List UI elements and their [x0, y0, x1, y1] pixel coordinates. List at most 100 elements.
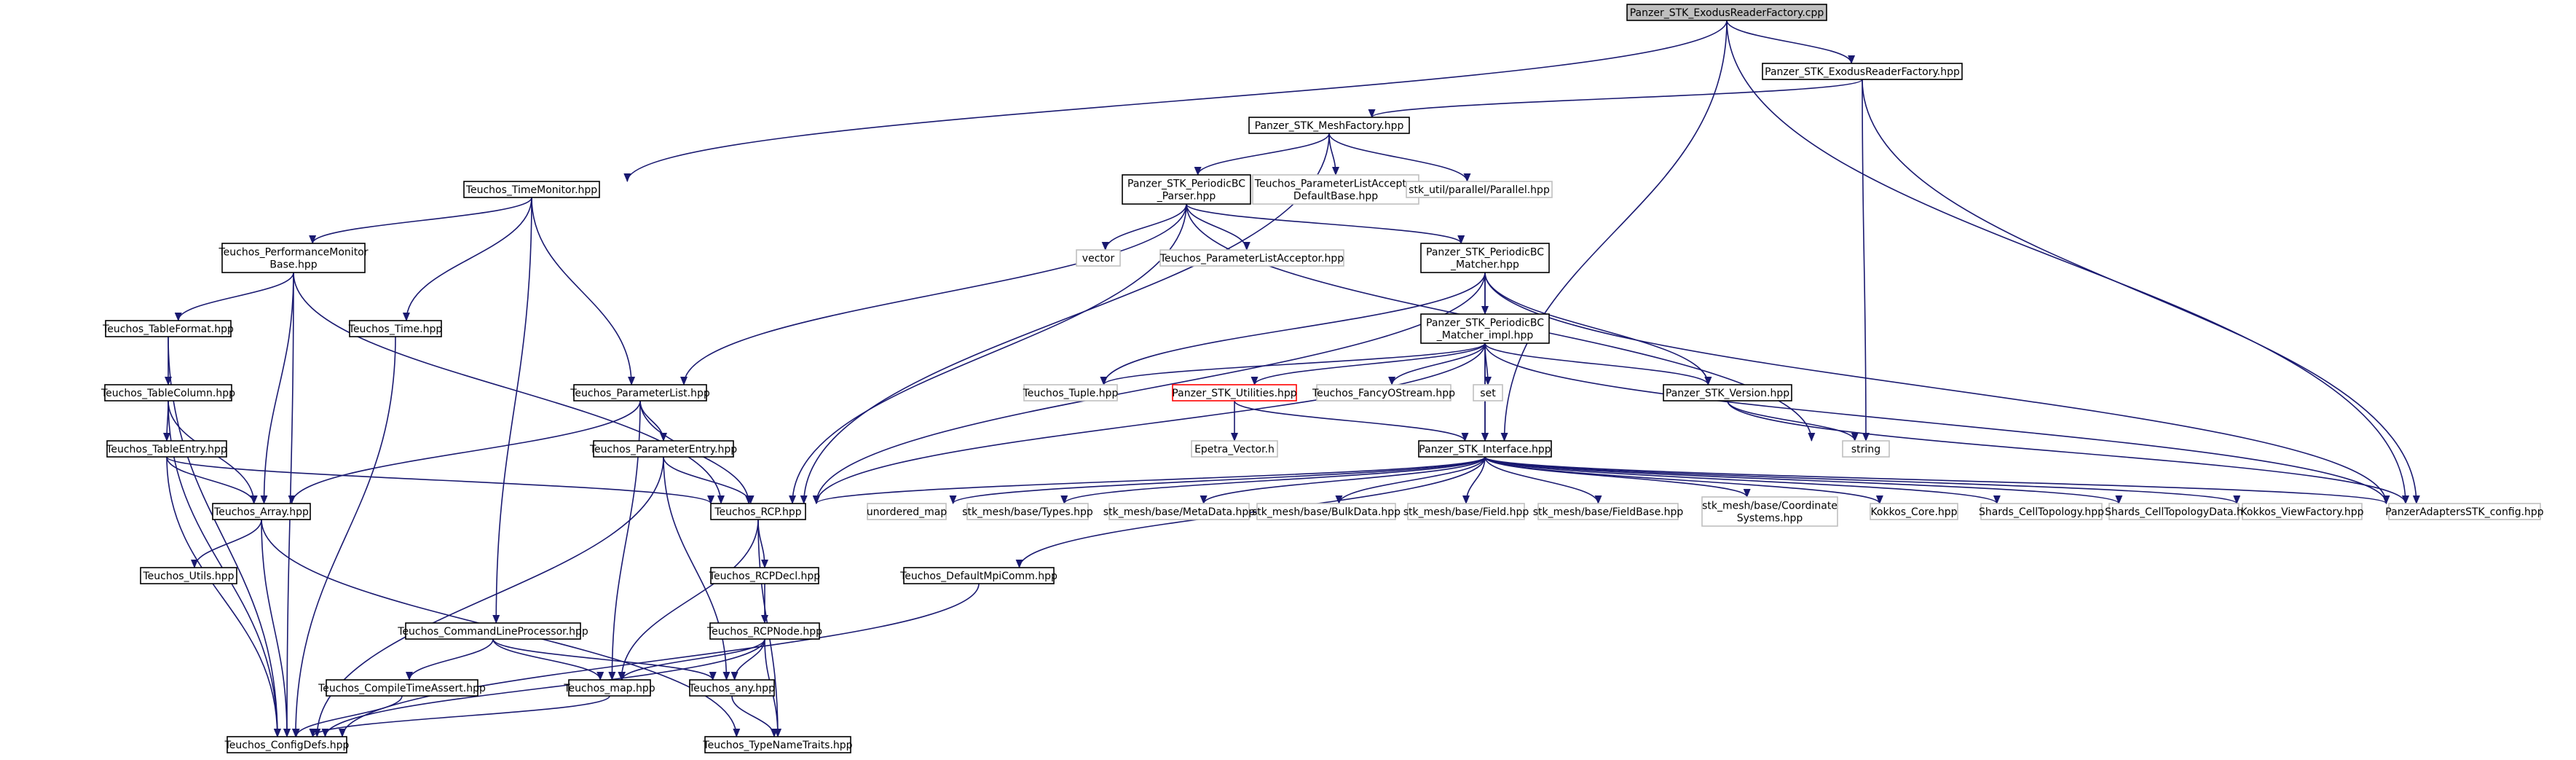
node-box [1762, 63, 1963, 80]
node-config[interactable]: PanzerAdaptersSTK_config.hpp [2385, 503, 2544, 520]
node-tableentry[interactable]: Teuchos_TableEntry.hpp [106, 440, 227, 458]
node-fancy[interactable]: Teuchos_FancyOStream.hpp [1312, 384, 1455, 401]
node-box [1248, 117, 1410, 134]
node-pbc_impl[interactable]: Panzer_STK_PeriodicBC_Matcher_impl.hpp [1420, 313, 1550, 344]
node-box [1870, 503, 1958, 520]
node-rcpnode[interactable]: Teuchos_RCPNode.hpp [706, 622, 822, 640]
node-pbc_matcher[interactable]: Panzer_STK_PeriodicBC_Matcher.hpp [1420, 243, 1550, 273]
node-string[interactable]: string [1842, 440, 1890, 458]
node-label: Teuchos_RCP.hpp [714, 506, 801, 518]
node-types[interactable]: stk_mesh/base/Types.hpp [962, 503, 1093, 520]
node-rcpdecl[interactable]: Teuchos_RCPDecl.hpp [709, 567, 821, 584]
node-paramlist[interactable]: Teuchos_ParameterList.hpp [570, 384, 710, 401]
node-box [704, 736, 851, 753]
node-label: Teuchos_TableFormat.hpp [102, 324, 234, 335]
node-label: Teuchos_FancyOStream.hpp [1312, 388, 1455, 399]
edge-erf_hpp-to-meshfactory [1368, 79, 1863, 118]
node-label: stk_mesh/base/FieldBase.hpp [1533, 506, 1684, 518]
node-box [867, 503, 947, 520]
node-box [710, 503, 806, 520]
node-array[interactable]: Teuchos_Array.hpp [212, 503, 311, 520]
node-label: Teuchos_TypeNameTraits.hpp [702, 740, 852, 751]
node-paramentry[interactable]: Teuchos_ParameterEntry.hpp [589, 440, 737, 458]
edge-paramentry-to-any [663, 456, 730, 681]
edge-rcpnode-to-map [618, 638, 765, 681]
node-any[interactable]: Teuchos_any.hpp [688, 679, 775, 697]
node-field[interactable]: stk_mesh/base/Field.hpp [1403, 503, 1529, 520]
node-box [405, 622, 581, 640]
edge-perfmon-to-array [260, 272, 294, 504]
edge-layer [163, 20, 2420, 737]
node-root[interactable]: Panzer_STK_ExodusReaderFactory.cpp [1626, 4, 1827, 21]
edge-perfmon-to-rcp [293, 272, 725, 504]
edge-pbc_impl-to-fancy [1388, 342, 1486, 385]
edge-interface-to-mpicomm [1015, 456, 1486, 568]
node-parallel[interactable]: stk_util/parallel/Parallel.hpp [1406, 181, 1553, 198]
node-box [1256, 503, 1396, 520]
node-pla[interactable]: Teuchos_ParameterListAcceptor.hpp [1159, 249, 1344, 267]
node-box [221, 243, 366, 273]
node-label: unordered_map [867, 506, 947, 518]
edge-erf_hpp-to-string [1862, 79, 1870, 442]
node-box [1076, 249, 1121, 267]
node-box [1172, 384, 1297, 401]
node-tablecolumn[interactable]: Teuchos_TableColumn.hpp [101, 384, 235, 401]
node-utils[interactable]: Teuchos_Utils.hpp [140, 567, 237, 584]
node-vector[interactable]: vector [1076, 249, 1121, 267]
node-bulkdata[interactable]: stk_mesh/base/BulkData.hpp [1252, 503, 1401, 520]
node-time[interactable]: Teuchos_Time.hpp [348, 320, 443, 337]
node-label: stk_mesh/base/Types.hpp [962, 506, 1093, 518]
edge-time-to-configdefs [291, 336, 396, 737]
node-mpicomm[interactable]: Teuchos_DefaultMpiComm.hpp [899, 567, 1057, 584]
node-label: Teuchos_Tuple.hpp [1023, 388, 1119, 399]
node-erf_hpp[interactable]: Panzer_STK_ExodusReaderFactory.hpp [1762, 63, 1963, 80]
node-label: Panzer_STK_ExodusReaderFactory.hpp [1765, 66, 1960, 78]
node-box [349, 320, 442, 337]
node-label: Teuchos_DefaultMpiComm.hpp [899, 571, 1057, 582]
node-compiletime[interactable]: Teuchos_CompileTimeAssert.hpp [318, 679, 486, 697]
node-label: Panzer_STK_Interface.hpp [1419, 444, 1551, 455]
node-label: stk_util/parallel/Parallel.hpp [1409, 184, 1550, 196]
node-label: Teuchos_CompileTimeAssert.hpp [318, 683, 486, 694]
node-tableformat[interactable]: Teuchos_TableFormat.hpp [102, 320, 234, 337]
edge-pbc_parser-to-pla [1186, 203, 1250, 251]
node-box [1108, 503, 1250, 520]
edge-tableentry-to-array [166, 456, 258, 504]
node-typenametraits[interactable]: Teuchos_TypeNameTraits.hpp [702, 736, 853, 753]
node-configdefs[interactable]: Teuchos_ConfigDefs.hpp [224, 736, 350, 753]
edge-rcpnode-to-any [730, 638, 765, 681]
node-fieldbase[interactable]: stk_mesh/base/FieldBase.hpp [1533, 503, 1684, 520]
node-version[interactable]: Panzer_STK_Version.hpp [1663, 384, 1792, 401]
node-meshfactory[interactable]: Panzer_STK_MeshFactory.hpp [1248, 117, 1410, 134]
node-interface[interactable]: Panzer_STK_Interface.hpp [1418, 440, 1552, 458]
node-label: Teuchos_PerformanceMonitor [218, 247, 368, 259]
edge-paramlist-to-array [288, 400, 641, 504]
node-rcp[interactable]: Teuchos_RCP.hpp [710, 503, 806, 520]
edge-interface-to-fieldbase [1484, 456, 1602, 504]
node-plad[interactable]: Teuchos_ParameterListAcceptorDefaultBase… [1252, 174, 1419, 205]
node-metadata[interactable]: stk_mesh/base/MetaData.hpp [1103, 503, 1256, 520]
node-label: stk_mesh/base/Coordinate [1702, 501, 1838, 512]
node-utilities[interactable]: Panzer_STK_Utilities.hpp [1172, 384, 1297, 401]
node-epetra[interactable]: Epetra_Vector.h [1191, 440, 1278, 458]
node-celltopodata[interactable]: Shards_CellTopologyData.h [2105, 503, 2243, 520]
node-celltopo[interactable]: Shards_CellTopology.hpp [1979, 503, 2104, 520]
node-pbc_parser[interactable]: Panzer_STK_PeriodicBC_Parser.hpp [1122, 174, 1251, 205]
edge-map-to-configdefs [309, 695, 610, 737]
node-cmdline[interactable]: Teuchos_CommandLineProcessor.hpp [397, 622, 588, 640]
edge-pbc_matcher-to-tuple [1100, 272, 1486, 385]
node-timemonitor[interactable]: Teuchos_TimeMonitor.hpp [463, 181, 600, 198]
node-kokkoscore[interactable]: Kokkos_Core.hpp [1870, 503, 1958, 520]
node-unordered[interactable]: unordered_map [867, 503, 947, 520]
edge-paramlist-to-paramentry [639, 400, 667, 442]
node-viewfactory[interactable]: Kokkos_ViewFactory.hpp [2240, 503, 2364, 520]
node-set[interactable]: set [1473, 384, 1503, 401]
node-label: Teuchos_RCPDecl.hpp [709, 571, 821, 582]
node-box [966, 503, 1089, 520]
node-tuple[interactable]: Teuchos_Tuple.hpp [1023, 384, 1119, 401]
edge-tableentry-to-configdefs [166, 456, 281, 737]
node-map[interactable]: Teuchos_map.hpp [563, 679, 655, 697]
node-label: _Matcher.hpp [1450, 259, 1519, 271]
